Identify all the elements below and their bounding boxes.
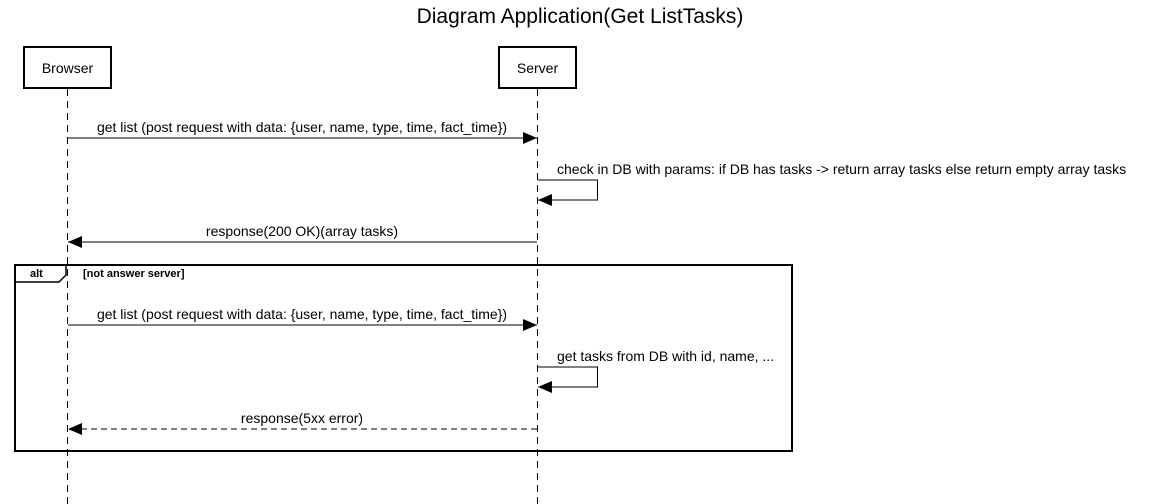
message-6-label: response(5xx error)	[241, 410, 363, 426]
participant-server: Server	[498, 46, 577, 89]
message-5-label: get tasks from DB with id, name, ...	[557, 348, 774, 364]
alt-operator-label: alt	[30, 268, 43, 280]
participant-browser: Browser	[23, 46, 112, 89]
message-3: response(200 OK)(array tasks)	[68, 223, 537, 248]
message-3-label: response(200 OK)(array tasks)	[206, 223, 398, 239]
message-4-label: get list (post request with data: {user,…	[97, 306, 507, 322]
participant-browser-label: Browser	[42, 60, 94, 76]
diagram-title: Diagram Application(Get ListTasks)	[417, 5, 744, 28]
alt-condition-label: [not answer server]	[83, 268, 185, 280]
alt-fragment-tab	[15, 265, 67, 283]
message-5-self: get tasks from DB with id, name, ...	[538, 348, 774, 393]
message-2-label: check in DB with params: if DB has tasks…	[557, 161, 1126, 177]
message-1-label: get list (post request with data: {user,…	[97, 119, 507, 135]
alt-fragment: alt [not answer server]	[14, 264, 793, 452]
message-6: response(5xx error)	[68, 410, 537, 435]
message-4: get list (post request with data: {user,…	[68, 306, 537, 331]
message-2-self: check in DB with params: if DB has tasks…	[538, 161, 1126, 206]
message-1: get list (post request with data: {user,…	[68, 119, 537, 144]
participant-server-label: Server	[517, 60, 559, 76]
